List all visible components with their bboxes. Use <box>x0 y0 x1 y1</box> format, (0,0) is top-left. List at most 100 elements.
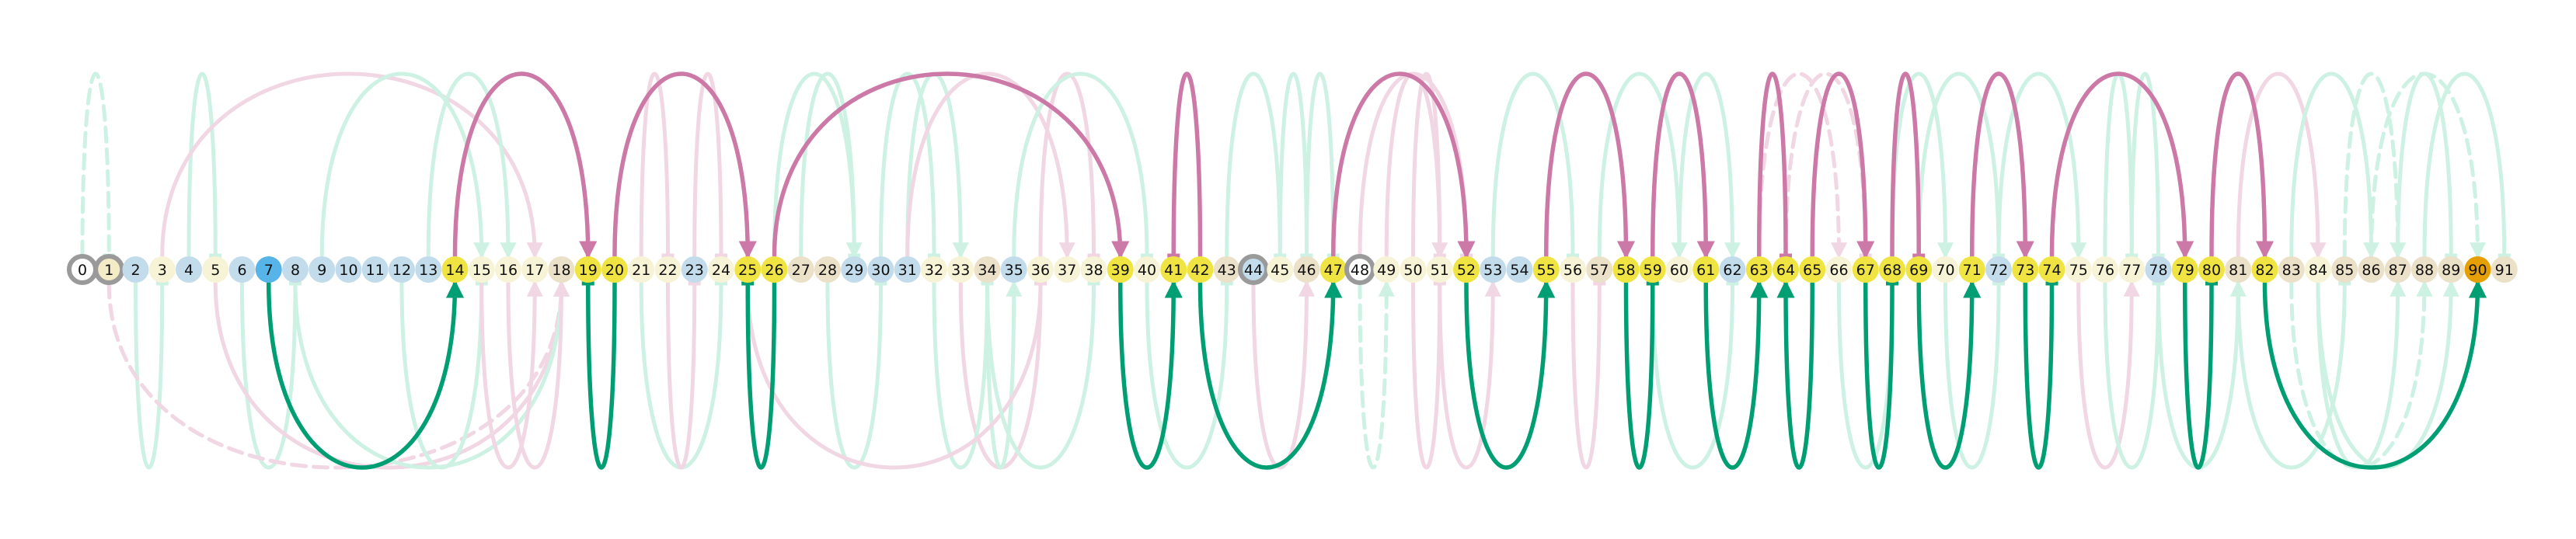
node-circle <box>202 256 229 283</box>
node-label: 49 <box>1377 262 1396 279</box>
node-label: 21 <box>632 262 650 279</box>
node-label: 45 <box>1271 262 1289 279</box>
node-circle <box>122 256 149 283</box>
node-label: 13 <box>419 262 437 279</box>
arc-48-49 <box>1358 280 1395 470</box>
node-91: 91 <box>2491 256 2518 283</box>
node-2: 2 <box>122 256 149 283</box>
node-circle <box>176 256 202 283</box>
node-label: 10 <box>339 262 357 279</box>
arc-40-43 <box>1145 281 1229 470</box>
node-label: 66 <box>1829 262 1848 279</box>
node-label: 89 <box>2442 262 2460 279</box>
node-circle <box>867 256 894 283</box>
node-label: 18 <box>552 262 570 279</box>
node-label: 48 <box>1351 262 1369 279</box>
node-label: 88 <box>2415 262 2434 279</box>
node-41: 41 <box>1160 256 1187 283</box>
node-62: 62 <box>1719 256 1746 283</box>
node-circle <box>361 256 389 283</box>
arc-45-46 <box>1278 71 1309 258</box>
node-90: 90 <box>2464 256 2491 283</box>
arc-71-73 <box>1970 71 2034 259</box>
node-14: 14 <box>441 256 469 283</box>
node-label: 91 <box>2495 262 2514 279</box>
arc-22-23 <box>666 281 697 470</box>
node-21: 21 <box>628 256 655 283</box>
arc-42-41 <box>1171 71 1203 258</box>
node-circle <box>335 256 362 283</box>
node-circle <box>255 256 282 283</box>
node-circle <box>1400 256 1427 283</box>
arc-2-3 <box>134 281 165 470</box>
node-circle <box>2358 256 2385 283</box>
node-76: 76 <box>2092 256 2118 283</box>
arc-79-80 <box>2183 281 2214 470</box>
node-circle <box>1000 256 1027 283</box>
arc-70-72 <box>1943 281 2001 470</box>
node-63: 63 <box>1745 256 1773 283</box>
arc-26-25 <box>745 281 777 470</box>
arc-25-36 <box>745 281 1043 470</box>
node-label: 23 <box>685 262 704 279</box>
node-label: 76 <box>2096 262 2114 279</box>
node-circle <box>1799 256 1826 283</box>
node-label: 62 <box>1723 262 1741 279</box>
node-label: 1 <box>104 262 113 279</box>
node-circle <box>1586 256 1613 283</box>
node-circle <box>2038 256 2065 283</box>
node-circle <box>1692 256 1720 283</box>
node-label: 71 <box>1963 262 1982 279</box>
node-circle <box>947 256 974 283</box>
node-circle <box>1238 254 1269 285</box>
arc-44-46 <box>1251 280 1315 470</box>
node-circle <box>1560 256 1586 283</box>
node-45: 45 <box>1267 256 1294 283</box>
node-label: 51 <box>1431 262 1449 279</box>
node-10: 10 <box>335 256 362 283</box>
node-circle <box>2438 256 2465 283</box>
node-circle <box>2464 256 2491 283</box>
arc-26-39 <box>772 71 1130 259</box>
node-circle <box>1506 256 1533 283</box>
node-68: 68 <box>1879 256 1905 283</box>
node-38: 38 <box>1080 256 1107 283</box>
node-circle <box>601 256 628 283</box>
arc-53-56 <box>1490 71 1575 258</box>
node-78: 78 <box>2145 256 2172 283</box>
node-27: 27 <box>787 256 814 283</box>
arc-63-64 <box>1757 71 1788 258</box>
node-label: 78 <box>2149 262 2167 279</box>
node-label: 80 <box>2202 262 2221 279</box>
node-11: 11 <box>361 256 389 283</box>
node-label: 54 <box>1510 262 1529 279</box>
arc-72-75 <box>1996 71 2087 259</box>
node-circle <box>2012 256 2039 283</box>
node-label: 47 <box>1324 262 1343 279</box>
node-57: 57 <box>1586 256 1613 283</box>
node-label: 84 <box>2309 262 2327 279</box>
node-circle <box>1160 256 1187 283</box>
node-19: 19 <box>574 256 601 283</box>
node-circle <box>2491 256 2518 283</box>
node-label: 77 <box>2122 262 2141 279</box>
node-label: 25 <box>738 262 757 279</box>
arc-82-90 <box>2262 280 2487 470</box>
node-label: 90 <box>2468 262 2487 279</box>
node-label: 41 <box>1164 262 1183 279</box>
node-74: 74 <box>2038 256 2065 283</box>
node-label: 6 <box>237 262 246 279</box>
node-label: 65 <box>1803 262 1821 279</box>
node-circle <box>734 256 762 283</box>
arc-13-16 <box>426 71 517 259</box>
arc-75-77 <box>2076 280 2140 470</box>
node-circle <box>1187 256 1214 283</box>
node-label: 38 <box>1084 262 1103 279</box>
arc-30-32 <box>879 71 936 258</box>
node-67: 67 <box>1852 256 1879 283</box>
arc-59-61 <box>1651 71 1715 259</box>
arc-57-60 <box>1597 71 1688 259</box>
node-circle <box>1134 256 1160 283</box>
node-label: 57 <box>1590 262 1609 279</box>
node-label: 20 <box>605 262 624 279</box>
